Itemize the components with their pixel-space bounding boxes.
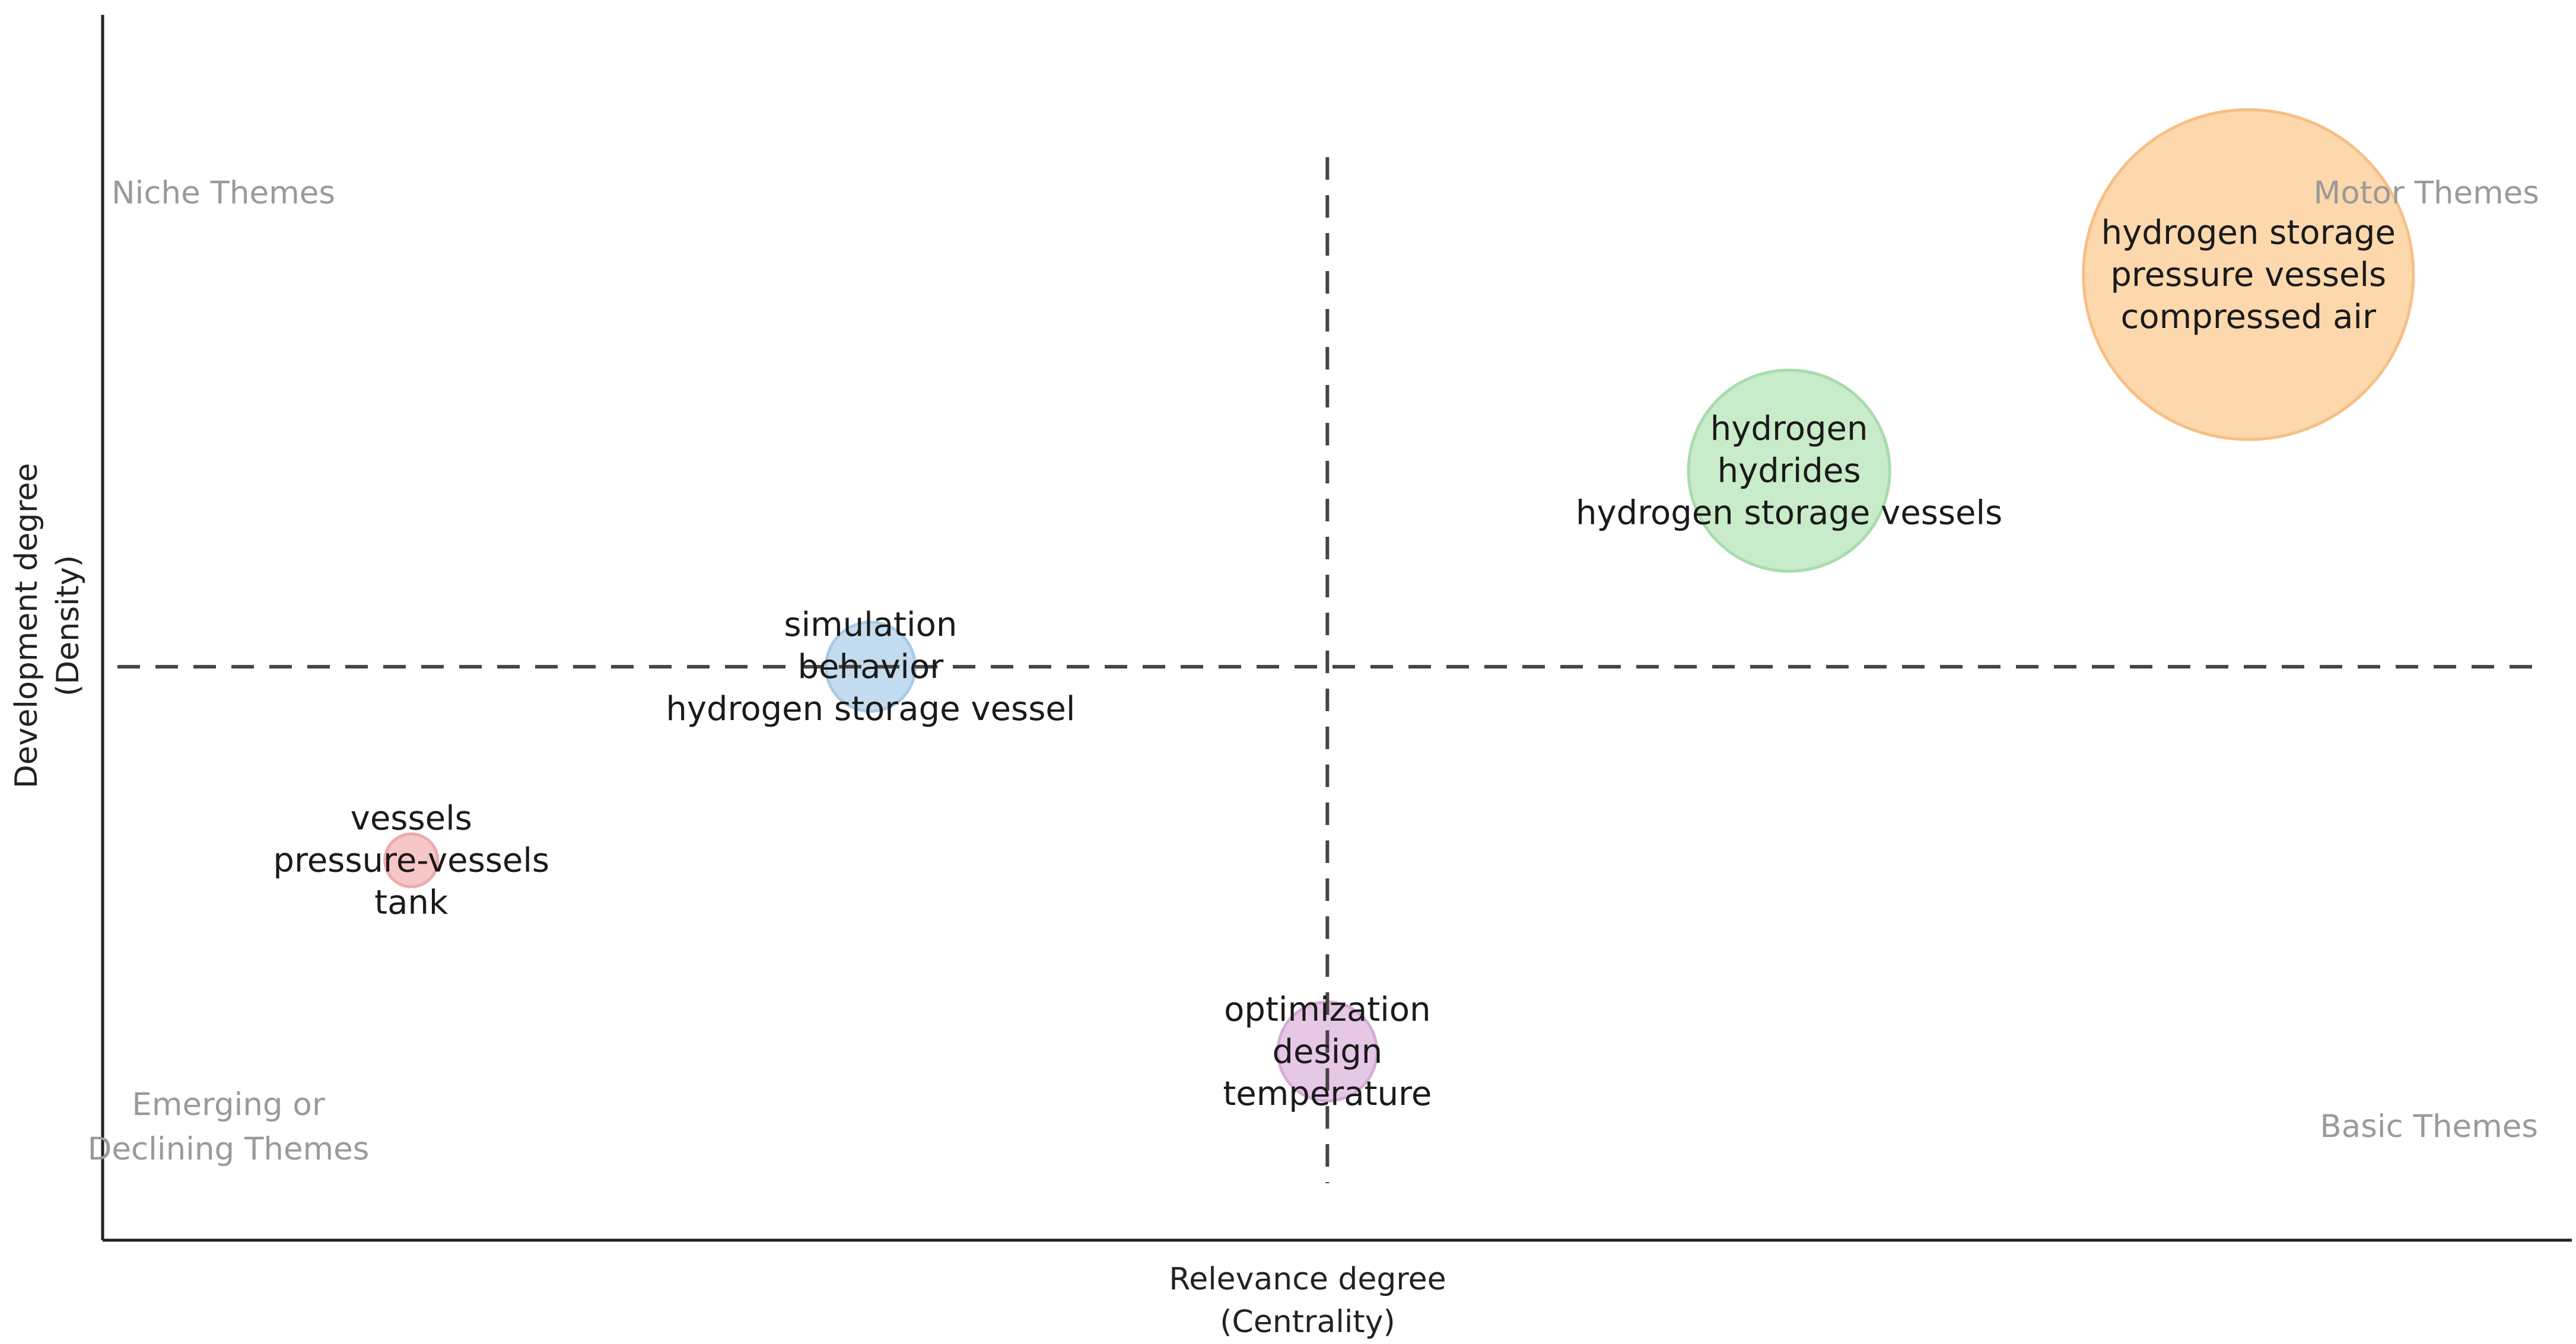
cluster-label-4: tank [374,884,449,922]
cluster-label-4: vessels [351,800,472,838]
quadrant-dividers [117,157,2545,1183]
x-axis-title: (Centrality) [1220,1304,1395,1340]
cluster-label-3: simulation [784,606,957,644]
cluster-label-4: pressure-vessels [273,842,549,880]
quadrant-label-basic: Basic Themes [2320,1109,2538,1145]
cluster-label-3: behavior [797,648,944,686]
cluster-label-3: hydrogen storage vessel [666,690,1075,728]
quadrant-label-emerging: Declining Themes [88,1131,370,1167]
y-axis-title-group: Development degree(Density) [9,463,86,789]
quadrant-label-motor: Motor Themes [2314,175,2539,211]
axis-titles: Relevance degree (Centrality) Development … [9,463,1446,1340]
cluster-label-2: hydrogen [1710,410,1868,448]
cluster-labels: hydrogen storage pressure vessels compress… [273,214,2396,1113]
cluster-label-1: pressure vessels [2110,256,2386,294]
cluster-label-1: compressed air [2121,298,2377,336]
quadrant-label-niche: Niche Themes [112,175,335,211]
cluster-label-2: hydrides [1718,452,1861,491]
cluster-label-5: design [1272,1033,1382,1071]
cluster-bubble-1 [2082,108,2415,441]
cluster-label-5: optimization [1224,991,1430,1029]
quadrant-label-emerging: Emerging or [132,1087,325,1123]
cluster-bubble-4 [383,832,440,888]
x-axis-title: Relevance degree [1169,1262,1446,1297]
cluster-label-5: temperature [1223,1075,1432,1113]
cluster-label-2: hydrogen storage vessels [1576,494,2002,533]
axes [101,15,2572,1242]
cluster-bubbles [383,108,2415,1103]
y-axis-title: Development degree [9,463,44,789]
cluster-bubble-2 [1687,368,1891,573]
y-axis-title: (Density) [50,555,86,696]
cluster-label-1: hydrogen storage [2101,214,2396,252]
